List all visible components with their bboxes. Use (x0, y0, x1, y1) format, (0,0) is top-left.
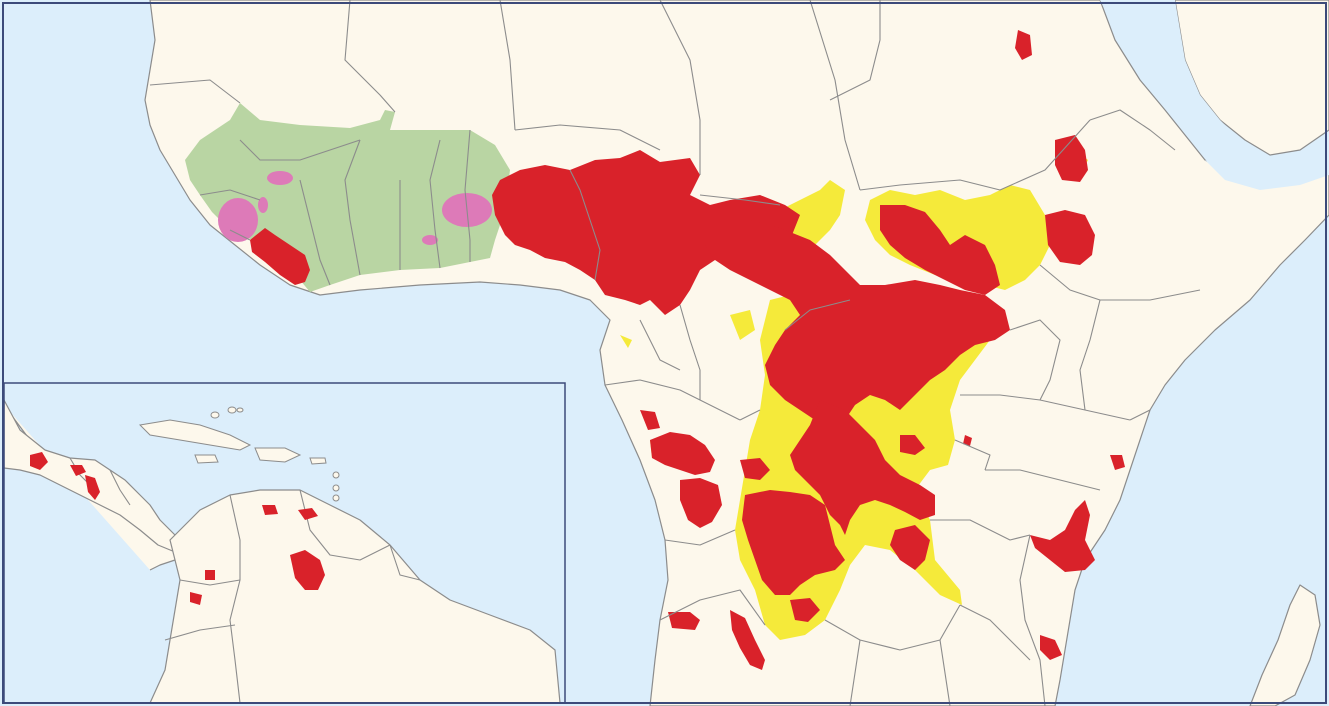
puerto-rico (309, 457, 327, 465)
island (332, 494, 340, 502)
red-regions (250, 30, 1125, 670)
pink-region (218, 198, 258, 242)
island (210, 411, 220, 419)
cuba (138, 419, 252, 451)
island (227, 406, 237, 414)
hispaniola (254, 447, 302, 463)
island (236, 407, 244, 413)
inset-red-regions (30, 452, 325, 605)
south-america-land (149, 489, 561, 704)
americas-inset (3, 382, 566, 704)
gulf-of-aden (1205, 145, 1329, 190)
pink-region (267, 171, 293, 185)
red-sea (1100, 0, 1240, 150)
madagascar (1249, 584, 1321, 706)
island (332, 471, 340, 479)
pink-region (258, 197, 268, 213)
jamaica (194, 454, 219, 464)
island (332, 484, 340, 492)
pink-region (422, 235, 438, 245)
country-borders (149, 0, 1201, 706)
